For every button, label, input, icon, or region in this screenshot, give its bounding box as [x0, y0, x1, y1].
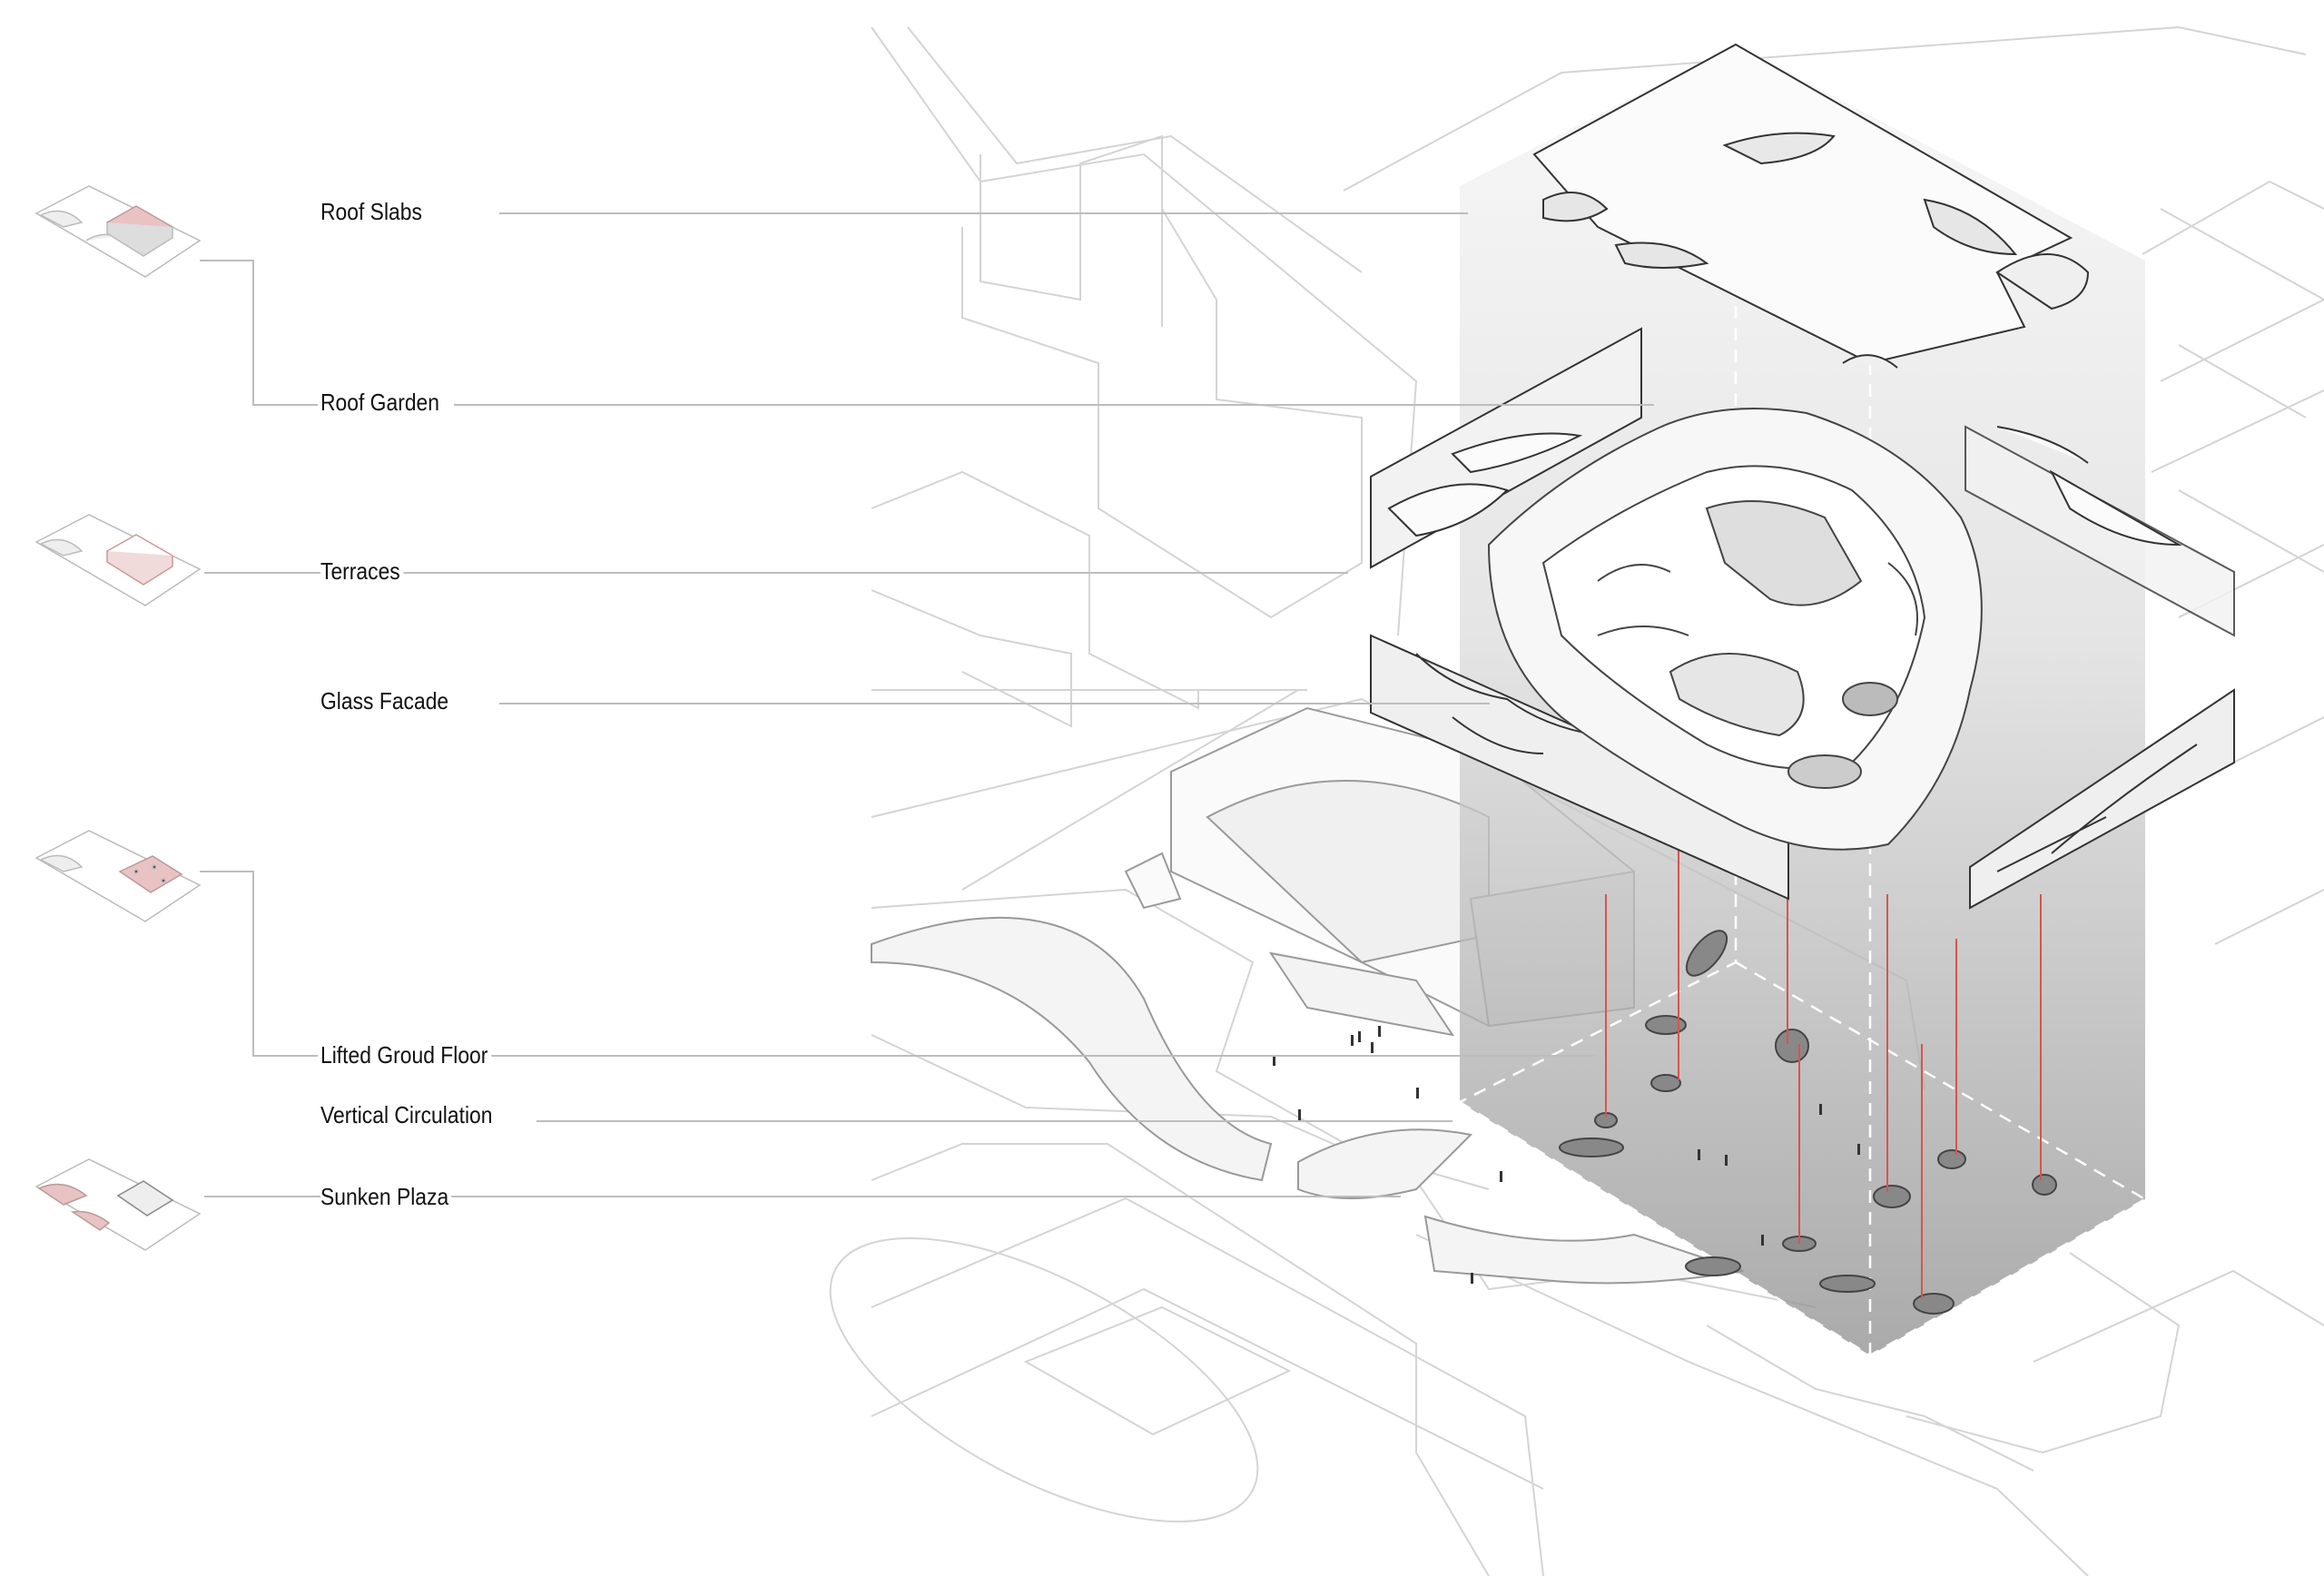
volume-outline: [1459, 44, 2146, 1357]
vertical-circulation-lines: [1605, 849, 2042, 1298]
label-sunken-plaza: Sunken Plaza: [320, 1183, 452, 1210]
label-terraces: Terraces: [320, 557, 404, 585]
terraces-layer: [1487, 408, 1983, 851]
thumbnail-terraces: [34, 514, 202, 606]
sunken-plaza: [871, 916, 1744, 1285]
label-vertical-circulation: Vertical Circulation: [320, 1101, 496, 1128]
glass-facade-layer: [1370, 634, 2235, 910]
label-lifted-ground-floor: Lifted Groud Floor: [320, 1041, 491, 1069]
label-roof-garden: Roof Garden: [320, 389, 443, 416]
site-context: [829, 25, 2324, 1576]
leader-lines: [200, 212, 1654, 1197]
thumbnail-sunken-plaza: [34, 1158, 202, 1251]
people-figures: [1273, 1026, 1860, 1284]
roof-garden-layer: [1370, 327, 2235, 637]
label-glass-facade: Glass Facade: [320, 687, 452, 714]
label-roof-slabs: Roof Slabs: [320, 198, 426, 225]
thumbnail-roof: [34, 185, 202, 278]
roof-slab-layer: [1532, 43, 2090, 369]
thumbnail-ground-floor: [34, 830, 202, 922]
